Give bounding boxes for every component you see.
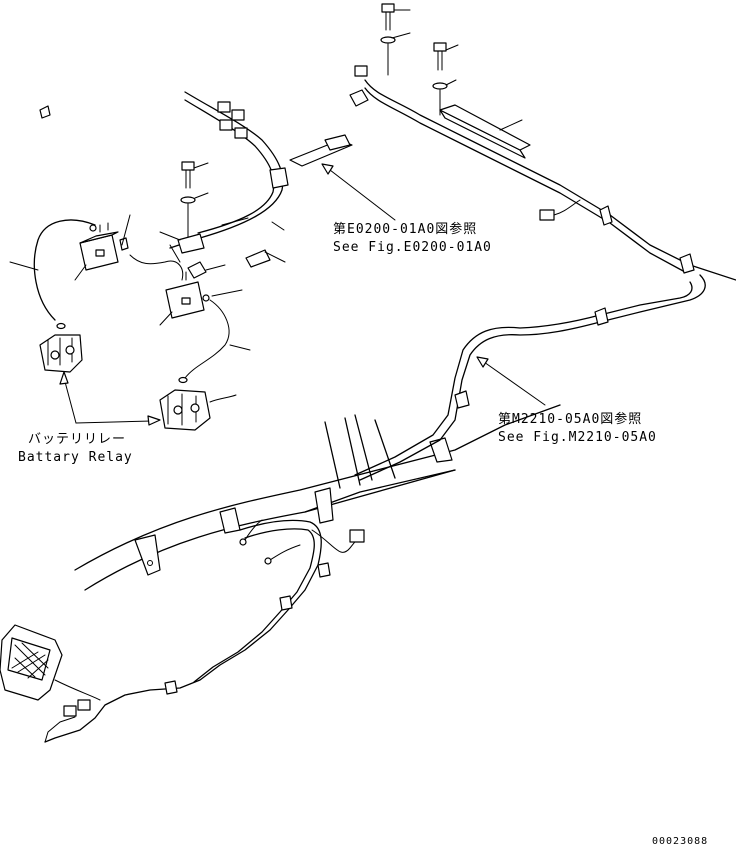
ref-e0200-english: See Fig.E0200-01A0 (333, 240, 492, 255)
work-lamp (0, 624, 63, 701)
arrow-relay-2 (75, 420, 153, 424)
ref-m2210-japanese: 第M2210-05A0図参照 (498, 412, 643, 427)
frame-tube (74, 404, 561, 591)
battery-relay-upper (74, 214, 131, 281)
battery-relay-label-english: Battary Relay (18, 450, 133, 465)
ref-e0200-japanese: 第E0200-01A0図参照 (333, 222, 478, 237)
bolt-left (180, 161, 196, 241)
arrow-relay-1 (63, 377, 77, 424)
bolt-top-1 (380, 3, 396, 76)
drawing-number: 00023088 (652, 836, 709, 847)
harness-lower (44, 519, 365, 743)
ref-m2210-english: See Fig.M2210-05A0 (498, 430, 657, 445)
relay-terminal-1 (39, 334, 83, 373)
battery-relay-label-japanese: バッテリリレー (28, 432, 127, 447)
relay-terminal-2 (159, 389, 237, 431)
harness-middle (354, 274, 706, 481)
battery-relay-lower (159, 269, 210, 326)
bolt-top-2 (432, 42, 448, 116)
harness-upper-right (349, 3, 736, 281)
relay-cables (9, 219, 286, 384)
harness-upper-left (159, 91, 353, 254)
